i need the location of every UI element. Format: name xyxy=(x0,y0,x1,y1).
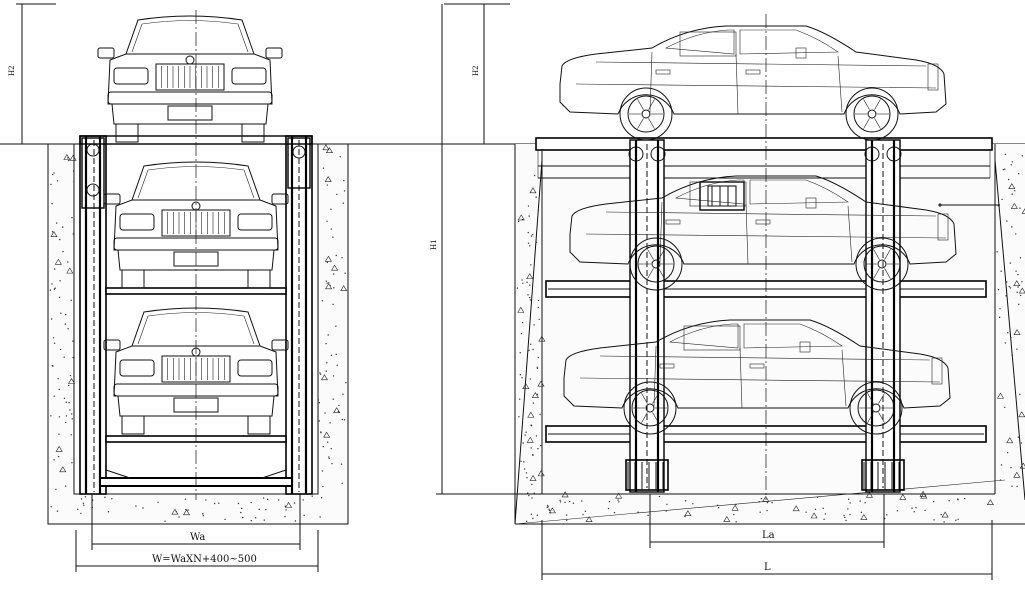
front-w-label: W=WaXN+400~500 xyxy=(152,554,257,565)
side-dim-h2: H2 xyxy=(444,3,510,144)
front-dim-h2: H2 xyxy=(8,3,56,144)
front-car-top xyxy=(97,15,283,143)
side-dim-la: La xyxy=(649,494,885,548)
side-l-label: L xyxy=(764,562,771,573)
side-post-left xyxy=(625,139,669,493)
front-right-column xyxy=(285,135,313,495)
front-car-level-2 xyxy=(103,307,289,435)
side-dim-l: L xyxy=(541,520,993,580)
side-dim-h1: H1 xyxy=(430,4,542,495)
side-car-level-2 xyxy=(563,319,951,435)
side-post-right xyxy=(861,139,905,493)
side-car-level-1 xyxy=(569,175,957,291)
side-concrete-texture xyxy=(516,153,1025,523)
side-car-top xyxy=(559,25,947,141)
front-car-level-1 xyxy=(103,161,289,289)
side-h1-label: H1 xyxy=(430,239,438,250)
lift-motor-unit xyxy=(699,181,745,211)
front-wa-label: Wa xyxy=(190,532,205,543)
side-h2-label: H2 xyxy=(472,65,480,76)
front-view: H2 Wa W=WaXN+400~500 xyxy=(8,3,349,572)
side-la-label: La xyxy=(762,530,775,541)
side-pit xyxy=(514,144,1025,525)
front-dim-w: W=WaXN+400~500 xyxy=(75,530,319,572)
front-left-column xyxy=(79,135,107,495)
side-view: H2 H1 La L xyxy=(430,3,1025,580)
front-concrete-texture xyxy=(49,144,348,522)
front-h2-label: H2 xyxy=(8,65,16,76)
front-dim-wa: Wa xyxy=(91,494,301,550)
